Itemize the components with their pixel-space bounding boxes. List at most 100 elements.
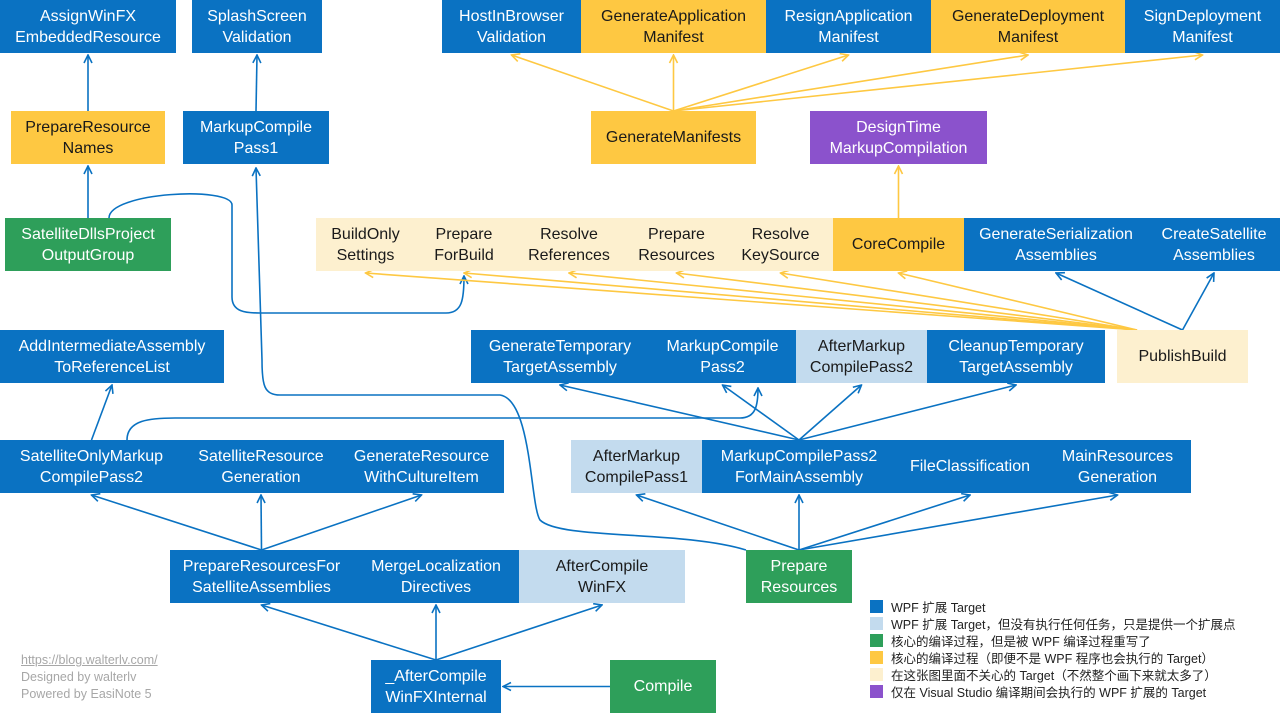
target-label-line: CleanupTemporary [948,337,1084,355]
edge-MarkupCompilePass1-to-SplashScreenValidation [256,55,257,112]
edge-MarkupCompilePass2ForMainAssembly-to-MarkupCompilePass2 [723,385,800,441]
target-publish-build[interactable]: PublishBuild [1117,330,1248,383]
target-label-line: Assemblies [1015,246,1097,264]
target-label-line: Resolve [540,225,598,243]
target-label-line: PrepareResource [25,118,151,136]
edge-MarkupCompilePass2ForMainAssembly-to-AfterMarkupCompilePass2 [798,385,862,441]
credits: https://blog.walterlv.com/ Designed by w… [21,652,158,703]
target-label-line: AfterCompile [555,557,649,575]
edge-PublishBuild-to-BuildOnlySettings [366,273,1138,331]
target-label-line: SatelliteOnlyMarkup [19,447,164,465]
target-label-line: Assemblies [1173,246,1255,264]
edge-GenerateManifests-to-ResignApplicationManifest [673,55,849,112]
target-label-line: Validation [222,28,292,46]
edge-SatelliteOnlyMarkupCompilePass2-to-AddIntermediateAssemblyToReferenceList [90,385,113,441]
target-label-line: CompilePass2 [809,358,914,376]
legend-label: 在这张图里面不关心的 Target（不然整个画下来就太多了） [891,669,1217,683]
edge-PublishBuild-to-ResolveKeySource [781,273,1138,331]
target-label-line: SatelliteResource [198,447,324,465]
target-label-line: PublishBuild [1138,348,1227,365]
target-label-line: CompilePass2 [39,468,144,486]
target-core-compile[interactable]: CoreCompile [833,218,964,271]
legend-label: WPF 扩展 Target [891,601,986,615]
edge-MarkupCompilePass2ForMainAssembly-to-GenerateTemporaryTargetAssembly [560,385,800,441]
edge-SatelliteDllsProjectOutputGroup-to-PrepareForBuild [108,193,464,314]
legend-label: 仅在 Visual Studio 编译期间会执行的 WPF 扩展的 Target [891,686,1207,700]
target-label-line: Resolve [751,225,810,243]
target-compile[interactable]: Compile [610,660,716,713]
target-label-line: Names [62,139,114,157]
target-label-line: Compile [633,678,693,695]
target-label-line: Resources [760,578,838,596]
edge-PublishBuild-to-PrepareForBuild [464,273,1138,331]
legend-swatch-purple [870,685,883,698]
edge-PublishBuild-to-ResolveReferences [569,273,1138,331]
target-generate-manifests[interactable]: GenerateManifests [591,111,756,164]
target-label-line: SatelliteDllsProject [21,225,155,243]
legend: WPF 扩展 Target WPF 扩展 Target，但没有执行任何任务，只是… [870,598,1275,700]
edge-PrepareResourcesBottom-to-AfterMarkupCompilePass1 [637,495,800,551]
target-label-line: GenerateSerialization [979,225,1133,243]
legend-label: WPF 扩展 Target，但没有执行任何任务，只是提供一个扩展点 [891,618,1236,632]
target-label-line: CreateSatellite [1161,225,1267,243]
target-label-line: GenerateTemporary [488,337,632,355]
target-label-line: Settings [336,246,395,264]
target-label-line: MergeLocalization [371,557,501,575]
target-file-classification[interactable]: FileClassification [896,440,1044,493]
blog-link[interactable]: https://blog.walterlv.com/ [21,653,158,667]
target-label-line: HostInBrowser [459,7,564,25]
target-label-line: MarkupCompile [666,337,779,355]
target-label-line: Prepare [770,557,828,575]
target-label-line: AfterMarkup [592,447,681,465]
target-label-line: WinFX [578,578,626,596]
legend-item-cream: 在这张图里面不关心的 Target（不然整个画下来就太多了） [870,666,1275,683]
legend-item-blue: WPF 扩展 Target [870,598,1275,615]
target-label-line: MarkupCompile [199,118,313,136]
target-label-line: Manifest [643,28,704,46]
edge-PrepareResourcesForSatelliteAssemblies-to-SatelliteOnlyMarkupCompilePass2 [92,495,262,551]
edge-MarkupCompilePass2ForMainAssembly-to-CleanupTemporaryTargetAssembly [798,385,1016,441]
target-label-line: AddIntermediateAssembly [18,337,206,355]
legend-label: 核心的编译过程（即便不是 WPF 程序也会执行的 Target） [891,652,1214,666]
target-label-line: Generation [1077,468,1158,486]
target-label-line: SignDeployment [1143,7,1262,25]
legend-item-green: 核心的编译过程，但是被 WPF 编译过程重写了 [870,632,1275,649]
target-label-line: MarkupCompilation [829,139,968,157]
legend-item-light: WPF 扩展 Target，但没有执行任何任务，只是提供一个扩展点 [870,615,1275,632]
